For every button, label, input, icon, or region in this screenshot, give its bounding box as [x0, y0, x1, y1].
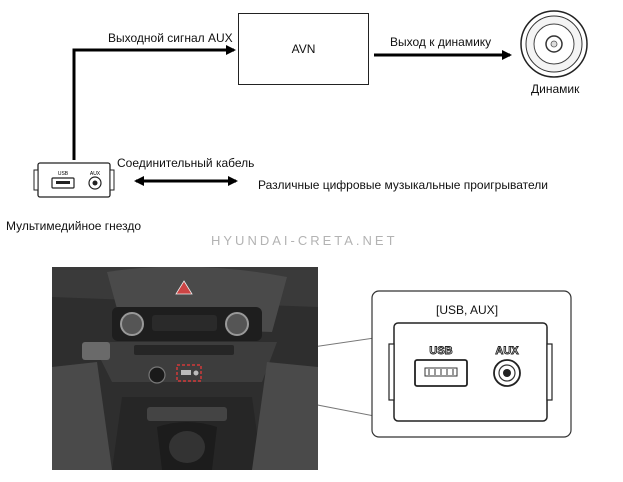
- watermark: HYUNDAI-CRETA.NET: [211, 233, 398, 248]
- avn-unit-box: AVN: [238, 13, 369, 85]
- detail-usb-label: USB: [429, 345, 452, 357]
- car-console-photo: [52, 267, 318, 470]
- players-label: Различные цифровые музыкальные проигрыва…: [258, 178, 548, 192]
- speaker-output-label: Выход к динамику: [390, 35, 492, 49]
- aux-output-label: Выходной сигнал AUX: [108, 31, 233, 45]
- detail-aux-label: AUX: [495, 345, 519, 357]
- multimedia-jack-label: Мультимедийное гнездо: [6, 219, 142, 233]
- usb-aux-detail-panel: [371, 290, 572, 438]
- cable-label: Соединительный кабель: [117, 156, 255, 170]
- aux-signal-line: [72, 45, 236, 160]
- usb-aux-highlight-marker: [176, 364, 202, 382]
- detail-title: [USB, AUX]: [436, 303, 499, 317]
- speaker-icon: [520, 10, 588, 78]
- avn-label: AVN: [291, 42, 316, 56]
- speaker-label: Динамик: [531, 82, 580, 96]
- multimedia-jack-icon: [33, 162, 115, 198]
- jack-small-usb-label: USB: [58, 171, 69, 177]
- jack-small-aux-label: AUX: [90, 171, 101, 177]
